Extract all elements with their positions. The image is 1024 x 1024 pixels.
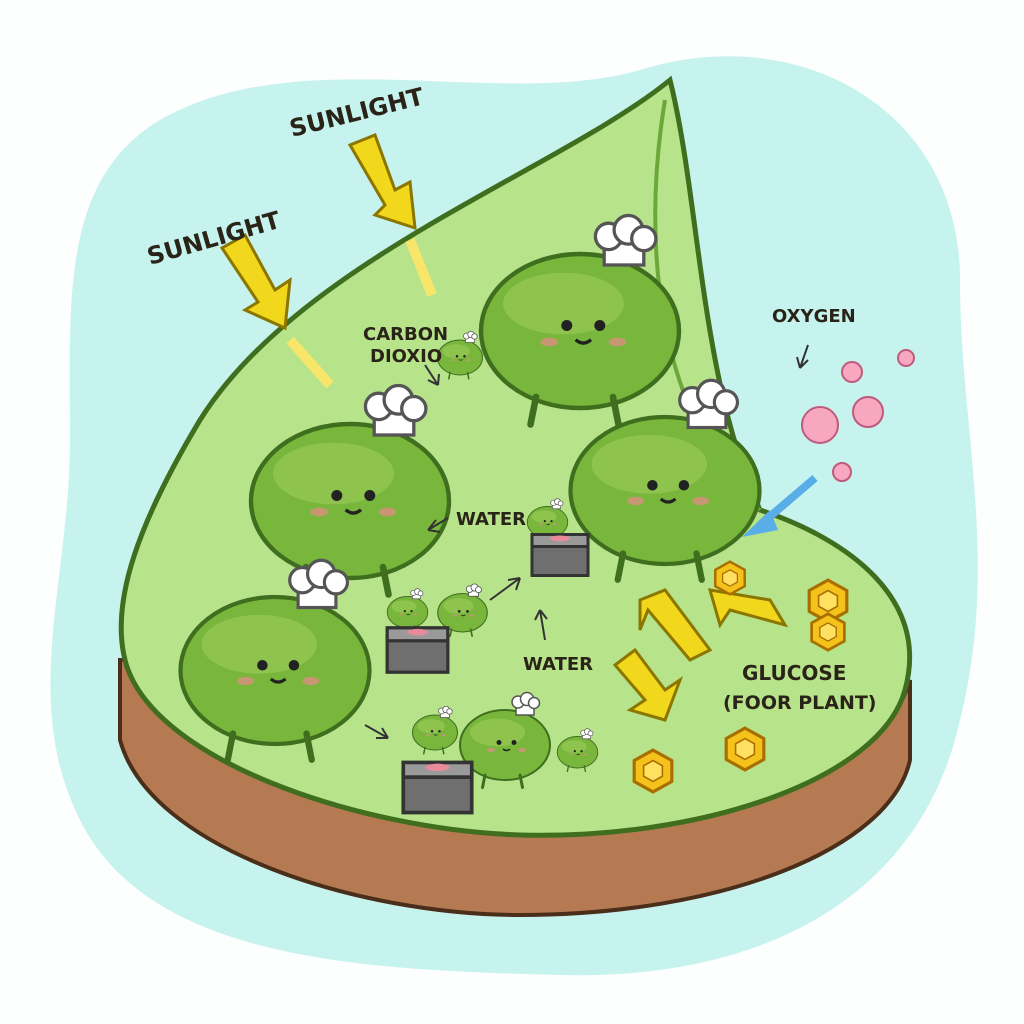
oxygen-label: OXYGEN <box>772 306 856 327</box>
carbon-dioxide-label-line1: CARBON <box>363 324 448 345</box>
stove <box>530 532 590 578</box>
oxygen-blue-arrow <box>742 474 818 537</box>
sunlight-arrow-top <box>347 133 437 297</box>
flow-arrows <box>364 344 809 739</box>
glucose-label-line1: GLUCOSE <box>742 661 846 685</box>
stove <box>385 626 450 674</box>
water-label-lower: WATER <box>523 654 593 675</box>
stove <box>401 760 474 815</box>
glucose-label-line2: (FOOR PLANT) <box>723 692 877 714</box>
oxygen-bubbles <box>801 349 915 482</box>
sunlight-arrow-left <box>219 232 334 389</box>
glucose-hexagon <box>632 748 674 794</box>
water-label-upper: WATER <box>456 509 526 530</box>
glucose-arrows <box>612 588 789 722</box>
glucose-hexagon <box>714 560 746 596</box>
glucose-hexagon <box>810 612 846 652</box>
glucose-hexagon <box>724 726 766 772</box>
carbon-dioxide-label-line2: DIOXIO <box>370 346 442 367</box>
